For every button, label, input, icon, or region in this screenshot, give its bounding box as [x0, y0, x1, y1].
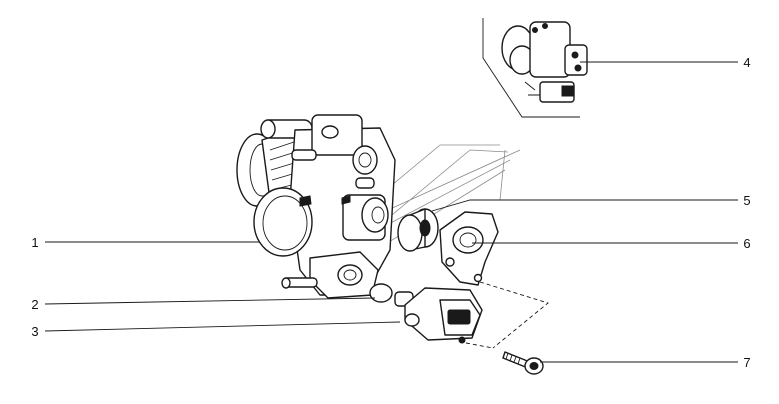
callout-7: 7	[743, 355, 751, 370]
callout-1: 1	[31, 235, 39, 250]
callout-6: 6	[743, 236, 751, 251]
o-ring	[369, 283, 393, 303]
callout-2: 2	[31, 297, 39, 312]
assembled-unit-inset	[482, 18, 588, 118]
callout-3: 3	[31, 324, 39, 339]
assembly-path-lines	[465, 281, 549, 349]
spacer-ring	[397, 208, 439, 252]
screw	[502, 351, 544, 375]
callout-4: 4	[743, 55, 751, 70]
callout-5: 5	[743, 193, 751, 208]
idle-air-control-valve	[394, 287, 483, 344]
throttle-position-sensor	[439, 211, 499, 286]
throttle-body	[236, 114, 396, 299]
leader-lines	[44, 61, 738, 363]
